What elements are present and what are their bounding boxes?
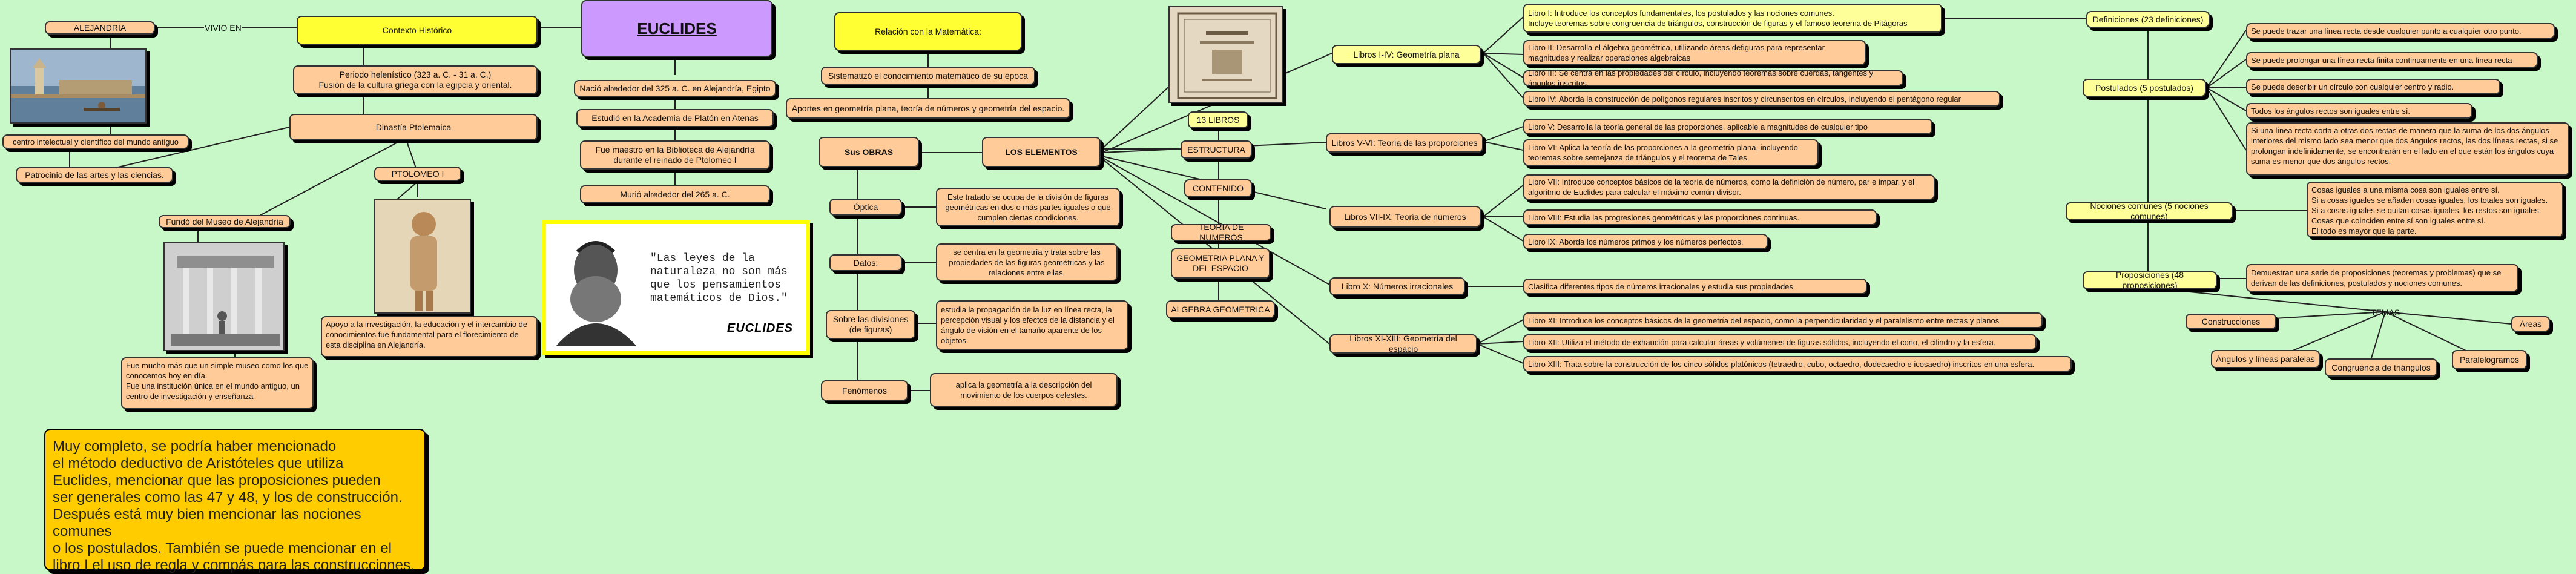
node-maestro: Fue maestro en la Biblioteca de Alejandr… (580, 140, 770, 170)
node-libro-i: Libro I: Introduce los conceptos fundame… (1523, 4, 1942, 33)
node-alejandria: ALEJANDRÍA (45, 21, 155, 35)
image-ptolomeo (374, 199, 471, 314)
node-libros-xi-xiii: Libros XI-XIII: Geometría del espacio (1329, 334, 1477, 354)
image-alejandria (10, 48, 147, 124)
quote-signature: EUCLIDES (726, 322, 793, 335)
node-fundo: Fundó del Museo de Alejandría (159, 215, 291, 228)
node-museo: Fue mucho más que un simple museo como l… (121, 357, 314, 409)
teacher-comment: Muy completo, se podría haber mencionado… (44, 429, 426, 573)
node-nociones-desc: Cosas iguales a una misma cosa son igual… (2307, 182, 2563, 237)
node-geometria-plana: GEOMETRIA PLANA Y DEL ESPACIO (1171, 248, 1270, 279)
node-nociones: Nociones comunes (5 nociones comunes) (2066, 201, 2233, 221)
node-postulado-1: Se puede trazar una línea recta desde cu… (2246, 23, 2555, 39)
node-estructura: ESTRUCTURA (1181, 140, 1252, 159)
node-centro: centro intelectual y científico del mund… (2, 134, 189, 149)
node-postulado-2: Se puede prolongar una línea recta finit… (2246, 52, 2538, 68)
node-postulado-3: Se puede describir un círculo con cualqu… (2246, 79, 2500, 94)
node-libro-v: Libro V: Desarrolla la teoría general de… (1523, 119, 1932, 134)
quote-card: "Las leyes de la naturaleza no son más q… (542, 220, 810, 355)
node-libro-ii: Libro II: Desarrolla el álgebra geométri… (1523, 40, 1866, 65)
node-datos-desc: se centra en la geometría y trata sobre … (936, 243, 1118, 281)
node-optica: Óptica (829, 199, 902, 216)
node-libro-xiii: Libro XIII: Trata sobre la construcción … (1523, 356, 2072, 372)
node-murio: Murió alrededor del 265 a. C. (580, 185, 770, 203)
node-divisiones: Sobre las divisiones (de figuras) (826, 310, 915, 339)
node-postulado-4: Todos los ángulos rectos son iguales ent… (2246, 103, 2472, 119)
node-sus-obras: Sus OBRAS (819, 137, 919, 167)
image-elementos-book (1168, 6, 1283, 103)
node-tema-congruencia: Congruencia de triángulos (2325, 358, 2437, 377)
node-elementos: LOS ELEMENTOS (982, 137, 1101, 167)
node-postulados: Postulados (5 postulados) (2083, 79, 2206, 97)
node-libro-vi: Libro VI: Aplica la teoría de las propor… (1523, 139, 1819, 166)
node-libro-iv: Libro IV: Aborda la construcción de polí… (1523, 91, 2000, 107)
label-temas: TEMAS (2371, 308, 2400, 317)
node-libro-ix: Libro IX: Aborda los números primos y lo… (1523, 234, 1768, 249)
node-13-libros: 13 LIBROS (1188, 111, 1248, 128)
quote-text: "Las leyes de la naturaleza no son más q… (650, 252, 788, 305)
node-contenido: CONTENIDO (1184, 179, 1252, 197)
node-tema-angulos: Ángulos y líneas paralelas (2211, 350, 2320, 368)
node-libro-vii: Libro VII: Introduce conceptos básicos d… (1523, 174, 1935, 200)
node-apoyo: Apoyo a la investigación, la educación y… (321, 316, 538, 357)
node-periodo: Periodo helenístico (323 a. C. - 31 a. C… (293, 65, 538, 94)
node-tema-paralelogramos: Paralelogramos (2452, 350, 2527, 369)
node-sistematizo: Sistematizó el conocimiento matemático d… (821, 67, 1035, 85)
node-relacion: Relación con la Matemática: (834, 12, 1022, 51)
node-datos: Datos: (829, 254, 902, 271)
image-museo (163, 242, 285, 351)
node-proposiciones: Proposiciones (48 proposiciones) (2083, 270, 2217, 290)
node-libros-vii-ix: Libros VII-IX: Teoría de números (1329, 206, 1481, 228)
node-libro-xii: Libro XII: Utiliza el método de exhaució… (1523, 334, 2037, 350)
node-optica-desc: Este tratado se ocupa de la división de … (936, 188, 1120, 226)
node-divisiones-desc: estudia la propagación de la luz en líne… (936, 300, 1128, 350)
node-tema-construcciones: Construcciones (2186, 314, 2276, 329)
node-fenomenos-desc: aplica la geometría a la descripción del… (930, 373, 1118, 407)
node-tema-areas: Áreas (2511, 316, 2550, 332)
node-patrocinio: Patrocinio de las artes y las ciencias. (16, 167, 173, 183)
node-libros-v-vi: Libros V-VI: Teoría de las proporciones (1326, 133, 1483, 153)
node-aportes: Aportes en geometría plana, teoría de nú… (786, 98, 1070, 119)
node-teoria-numeros: TEORIA DE NUMEROS (1171, 222, 1271, 242)
node-libro-x-desc: Clasifica diferentes tipos de números ir… (1523, 279, 1867, 294)
node-definiciones: Definiciones (23 definiciones) (2086, 11, 2210, 28)
node-libro-iii: Libro III: Se centra en las propiedades … (1523, 68, 1903, 88)
node-dinastia: Dinastía Ptolemaica (289, 114, 538, 140)
node-proposiciones-desc: Demuestran una serie de proposiciones (t… (2246, 264, 2518, 292)
node-libro-x: Libro X: Números irracionales (1329, 277, 1465, 295)
node-postulado-5: Si una línea recta corta a otras dos rec… (2246, 122, 2569, 176)
node-estudio: Estudió en la Academia de Platón en Aten… (576, 109, 774, 127)
portrait-euclides (550, 228, 643, 346)
node-libro-xi: Libro XI: Introduce los conceptos básico… (1523, 312, 2043, 328)
node-algebra: ALGEBRA GEOMETRICA (1166, 300, 1275, 318)
node-ptolomeo: PTOLOMEO I (374, 167, 461, 181)
node-libros-i-iv: Libros I-IV: Geometría plana (1332, 45, 1481, 64)
label-vivio-en: VIVIO EN (205, 23, 242, 33)
page-title: EUCLIDES (581, 0, 772, 57)
node-nacio: Nació alrededor del 325 a. C. en Alejand… (574, 80, 776, 97)
node-fenomenos: Fenómenos (821, 380, 908, 401)
node-libro-viii: Libro VIII: Estudia las progresiones geo… (1523, 209, 1877, 225)
node-contexto: Contexto Histórico (297, 16, 538, 45)
